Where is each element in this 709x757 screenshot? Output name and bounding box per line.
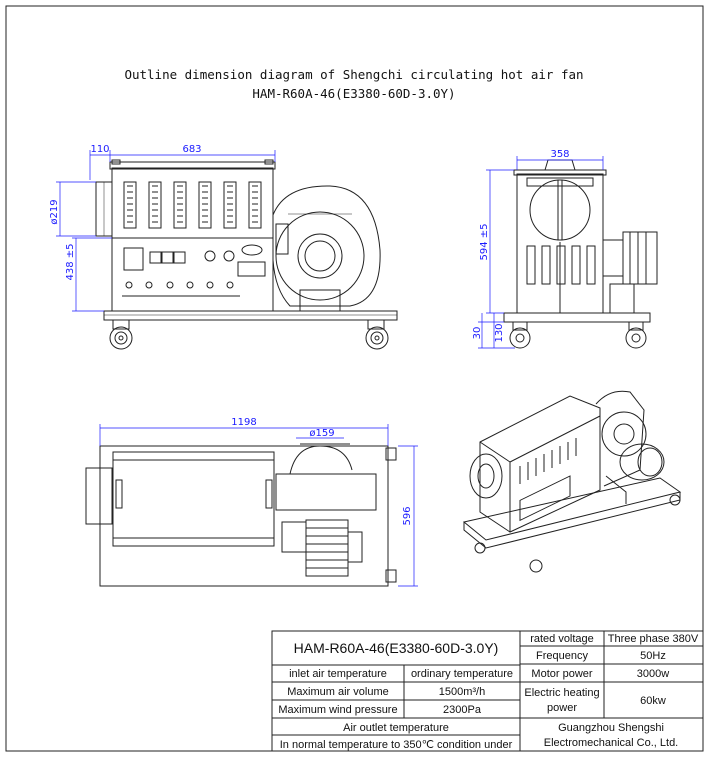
label-heating-power-2: power	[547, 702, 577, 714]
value-outlet-temp: In normal temperature to 350℃ condition …	[280, 739, 513, 751]
label-inlet-temp: inlet air temperature	[289, 668, 387, 680]
isometric-view	[462, 390, 682, 573]
top-dimensions	[99, 424, 418, 587]
label-air-volume: Maximum air volume	[287, 686, 388, 698]
drawing-title: Outline dimension diagram of Shengchi ci…	[124, 67, 583, 82]
dim-dia159: ø159	[309, 428, 334, 439]
dim-1198: 1198	[231, 417, 256, 428]
dim-596: 596	[402, 506, 413, 525]
label-frequency: Frequency	[536, 650, 588, 662]
dim-30: 30	[472, 327, 483, 340]
table-model: HAM-R60A-46(E3380-60D-3.0Y)	[294, 640, 499, 656]
wheel-right	[365, 319, 389, 350]
company-name-1: Guangzhou Shengshi	[558, 722, 664, 734]
value-air-volume: 1500m³/h	[439, 686, 485, 698]
dim-dia219: ø219	[49, 199, 60, 224]
drawing-model: HAM-R60A-46(E3380-60D-3.0Y)	[252, 86, 455, 101]
value-wind-pressure: 2300Pa	[443, 704, 482, 716]
label-rated-voltage: rated voltage	[530, 633, 594, 645]
dim-683: 683	[182, 144, 201, 155]
dim-594: 594 ±5	[479, 223, 490, 260]
value-inlet-temp: ordinary temperature	[411, 668, 513, 680]
wheel-left	[109, 319, 133, 350]
side-view	[503, 159, 658, 349]
value-motor-power: 3000w	[637, 668, 669, 680]
value-heating-power: 60kw	[640, 695, 666, 707]
spec-table	[271, 630, 704, 752]
top-view	[85, 443, 397, 587]
value-rated-voltage: Three phase 380V	[608, 633, 699, 645]
dim-358: 358	[550, 149, 569, 160]
label-wind-pressure: Maximum wind pressure	[278, 704, 397, 716]
front-view	[95, 159, 398, 350]
company-name-2: Electromechanical Co., Ltd.	[544, 737, 679, 749]
front-louvers	[123, 181, 262, 229]
side-dimensions	[478, 156, 604, 349]
front-dimensions	[56, 150, 276, 312]
label-outlet-temp: Air outlet temperature	[343, 722, 449, 734]
dim-438: 438 ±5	[65, 243, 76, 280]
control-panel	[122, 244, 266, 297]
label-motor-power: Motor power	[531, 668, 592, 680]
dim-130: 130	[494, 323, 505, 342]
value-frequency: 50Hz	[640, 650, 666, 662]
label-heating-power-1: Electric heating	[524, 687, 599, 699]
dim-110: 110	[90, 144, 109, 155]
